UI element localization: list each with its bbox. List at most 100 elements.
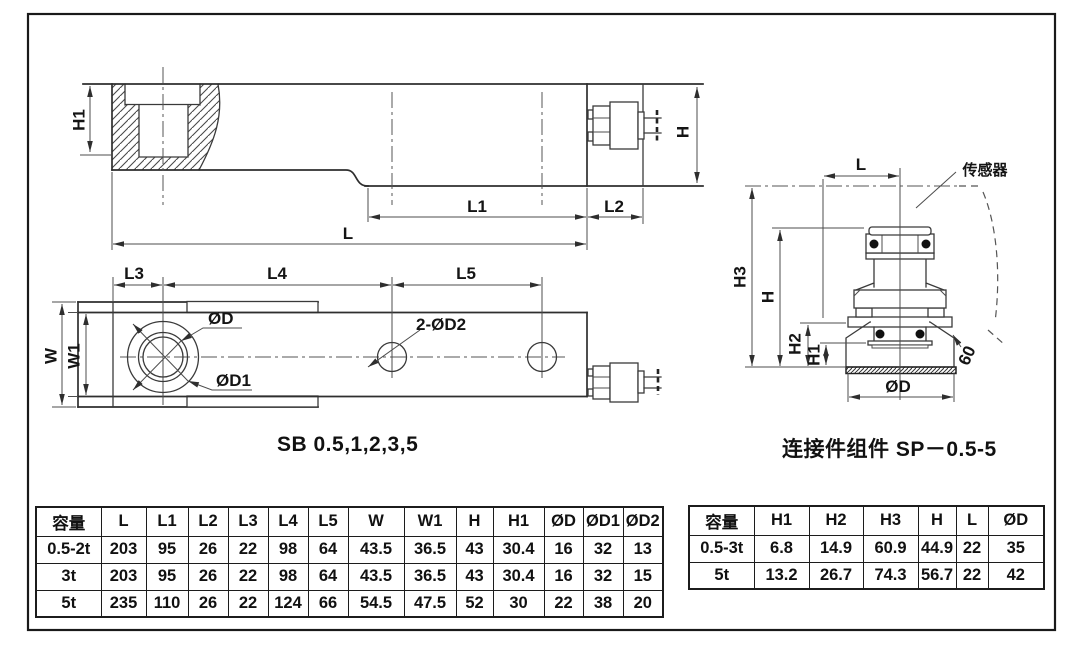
column-header: L2	[187, 506, 229, 537]
table-cell: 38	[582, 589, 624, 618]
column-header: H	[917, 505, 957, 536]
cable-connector-top	[587, 362, 662, 403]
sheet-border	[26, 12, 1057, 632]
column-header: W	[347, 506, 405, 537]
table-cell: 30.4	[492, 535, 545, 564]
dim-label-h1-assembly: H1	[804, 344, 823, 366]
dim-label-l4: L4	[267, 264, 287, 283]
dim-label-h1-side: H1	[69, 109, 88, 131]
table-cell: 64	[307, 535, 349, 564]
dim-label-od2: 2-ØD2	[416, 315, 466, 334]
dim-label-od: ØD	[208, 309, 234, 328]
column-header: 容量	[688, 505, 755, 536]
side-view: H1 H L1 L2 L	[69, 67, 704, 250]
column-header: ØD	[987, 505, 1045, 536]
table-cell: 43	[455, 535, 494, 564]
table-cell: 54.5	[347, 589, 405, 618]
table-cell: 95	[145, 535, 189, 564]
table-cell: 32	[582, 535, 624, 564]
table-cell: 22	[227, 535, 269, 564]
table-cell: 235	[100, 589, 147, 618]
column-header: L5	[307, 506, 349, 537]
dim-label-h3: H3	[730, 266, 749, 288]
table-cell: 60.9	[862, 534, 919, 563]
table-cell: 42	[987, 561, 1045, 590]
table-cell: 64	[307, 562, 349, 591]
column-header: H3	[862, 505, 919, 536]
table-cell: 30	[492, 589, 545, 618]
table-cell: 26.7	[808, 561, 864, 590]
table-cell: 22	[227, 589, 269, 618]
dim-label-l1: L1	[467, 197, 487, 216]
table-cell: 203	[100, 562, 147, 591]
column-header: H1	[753, 505, 810, 536]
table-cell: 110	[145, 589, 189, 618]
column-header: L	[955, 505, 989, 536]
column-header: L	[100, 506, 147, 537]
table-cell: 22	[955, 534, 989, 563]
right-drawing-title: 连接件组件 SP－0.5-5	[782, 438, 997, 461]
table-cell: 47.5	[403, 589, 457, 618]
table-cell: 0.5-3t	[688, 534, 755, 563]
dim-label-h2: H2	[785, 333, 804, 355]
table-cell: 35	[987, 534, 1045, 563]
dim-label-l3: L3	[124, 264, 144, 283]
table-cell: 15	[622, 562, 664, 591]
table-cell: 98	[267, 562, 309, 591]
column-header: H1	[492, 506, 545, 537]
table-cell: 5t	[688, 561, 755, 590]
table-cell: 26	[187, 562, 229, 591]
column-header: L1	[145, 506, 189, 537]
cable-connector-side	[587, 101, 662, 150]
table-cell: 0.5-2t	[35, 535, 102, 564]
table-cell: 32	[582, 562, 624, 591]
column-header: H	[455, 506, 494, 537]
table-cell: 95	[145, 562, 189, 591]
left-drawing-title: SB 0.5,1,2,3,5	[277, 433, 419, 456]
dim-label-h-assembly: H	[758, 291, 777, 303]
column-header: L4	[267, 506, 309, 537]
table-cell: 16	[543, 562, 584, 591]
column-header: ØD2	[622, 506, 664, 537]
top-view: ØD ØD1 2-ØD2 W W1 L3 L4 L5	[41, 264, 662, 408]
column-header: 容量	[35, 506, 102, 537]
table-cell: 20	[622, 589, 664, 618]
column-header: ØD	[543, 506, 584, 537]
dim-label-l: L	[343, 224, 353, 243]
dim-label-angle: 60	[954, 343, 979, 368]
dim-label-od-assembly: ØD	[885, 377, 911, 396]
table-cell: 26	[187, 535, 229, 564]
table-cell: 13	[622, 535, 664, 564]
column-header: W1	[403, 506, 457, 537]
table-cell: 13.2	[753, 561, 810, 590]
table-cell: 26	[187, 589, 229, 618]
column-header: L3	[227, 506, 269, 537]
table-cell: 22	[543, 589, 584, 618]
table-cell: 56.7	[917, 561, 957, 590]
table-cell: 36.5	[403, 562, 457, 591]
table-cell: 22	[955, 561, 989, 590]
table-cell: 203	[100, 535, 147, 564]
column-header: H2	[808, 505, 864, 536]
table-cell: 3t	[35, 562, 102, 591]
table-cell: 52	[455, 589, 494, 618]
table-cell: 14.9	[808, 534, 864, 563]
table-cell: 74.3	[862, 561, 919, 590]
mount-assembly-view: 传感器 L H3 H	[730, 155, 1008, 402]
dim-label-l5: L5	[456, 264, 476, 283]
table-cell: 43.5	[347, 535, 405, 564]
table-cell: 16	[543, 535, 584, 564]
table-cell: 44.9	[917, 534, 957, 563]
table-cell: 22	[227, 562, 269, 591]
